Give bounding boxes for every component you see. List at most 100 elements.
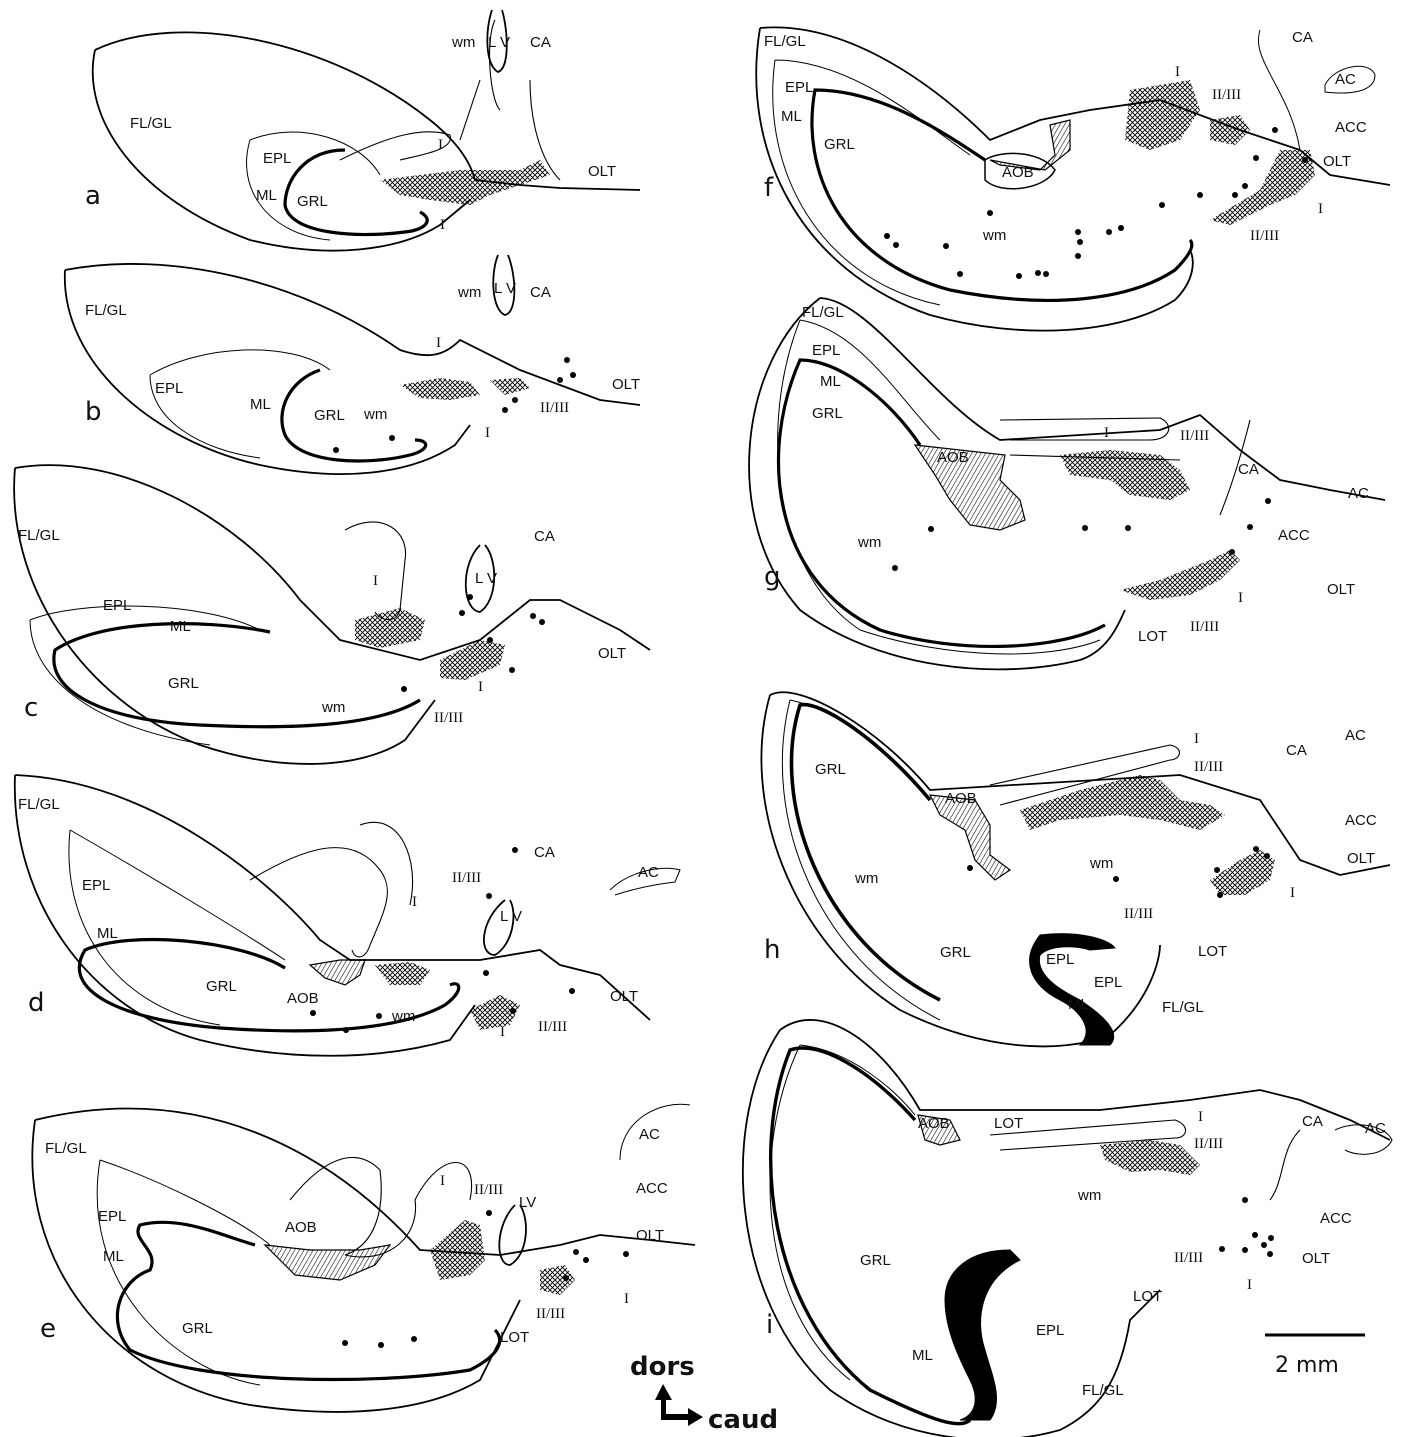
panel-f-cell <box>1159 202 1165 208</box>
panel-e-ac-label: AC <box>639 1126 660 1143</box>
panel-h-wm2-label: wm <box>1089 855 1113 872</box>
panel-h-ml-label: ML <box>1068 996 1089 1013</box>
panel-e-ml-label: ML <box>103 1248 124 1265</box>
panel-f-letter: f <box>764 173 774 203</box>
panel-g-layer-ii-iii: II/III <box>1190 619 1219 635</box>
panel-f-cell <box>1197 192 1203 198</box>
panel-b-layer-ii-iii: II/III <box>540 400 569 416</box>
panel-i-cell <box>1267 1251 1273 1257</box>
panel-g-cell <box>928 526 934 532</box>
panel-f-cell <box>943 243 949 249</box>
panel-b-cell <box>512 397 518 403</box>
panel-f: FL/GL EPL ML GRL AOB wm I I II/III II/II… <box>756 27 1390 330</box>
panel-i-epl-label: EPL <box>1036 1322 1064 1339</box>
panel-i-layer-i-bottom: I <box>1247 1277 1252 1293</box>
panel-g-epl-label: EPL <box>812 342 840 359</box>
panel-f-layer-ii-iii-top: II/III <box>1212 87 1241 103</box>
panel-g-cell <box>892 565 898 571</box>
panel-g-ac-label: AC <box>1348 485 1369 502</box>
panel-a-cortex-line <box>340 20 560 180</box>
panel-b-fl-gl-label: FL/GL <box>85 302 127 319</box>
panel-c-fl-gl-label: FL/GL <box>18 527 60 544</box>
panel-g-olt-label: OLT <box>1327 581 1355 598</box>
panel-e: FL/GL EPL ML GRL AOB I I II/III II/III L… <box>32 1104 695 1412</box>
panel-f-cell <box>987 210 993 216</box>
panel-i-layer-ii-iii-top: II/III <box>1194 1136 1223 1152</box>
panel-f-cell <box>1016 273 1022 279</box>
panel-g-ca-label: CA <box>1238 461 1259 478</box>
panel-e-epl-label: EPL <box>98 1208 126 1225</box>
panel-f-aob-label: AOB <box>1002 164 1034 181</box>
panel-h-acc-label: ACC <box>1345 812 1377 829</box>
panel-g-epl-boundary <box>778 320 1100 654</box>
panel-i-layer-ii-iii: II/III <box>1174 1250 1203 1266</box>
panel-i-ml-black <box>945 1250 1020 1420</box>
panel-g-acc-label: ACC <box>1278 527 1310 544</box>
panel-e-lot-label: LOT <box>500 1329 529 1346</box>
panel-a-epl-label: EPL <box>263 150 291 167</box>
panel-f-acc-label: ACC <box>1335 119 1367 136</box>
panel-e-cell <box>378 1342 384 1348</box>
panel-c-wm-label: wm <box>321 699 345 716</box>
panel-b-cell <box>333 447 339 453</box>
panel-b-wm-label: wm <box>457 284 481 301</box>
panel-b: FL/GL EPL ML GRL wm I I II/III wm L V CA… <box>65 255 640 474</box>
panel-h-epl-label: EPL <box>1094 974 1122 991</box>
panel-b-letter: b <box>85 397 102 427</box>
panel-e-label-region <box>430 1220 575 1295</box>
panel-c-cell <box>401 686 407 692</box>
panel-f-cell <box>1118 225 1124 231</box>
panel-i-ca-label: CA <box>1302 1113 1323 1130</box>
panel-c-letter: c <box>24 693 38 723</box>
panel-i-ml-line <box>771 1048 970 1424</box>
panel-i-cell <box>1252 1232 1258 1238</box>
panel-h-letter: h <box>764 935 780 965</box>
panel-e-cell <box>623 1251 629 1257</box>
panel-h-fl-gl-label: FL/GL <box>1162 999 1204 1016</box>
panel-i-grl-label: GRL <box>860 1252 891 1269</box>
panel-b-ml-line <box>282 370 426 461</box>
panel-i-aob-label: AOB <box>918 1115 950 1132</box>
panel-d-cell <box>569 988 575 994</box>
panel-h-epl-inner-label: EPL <box>1046 951 1074 968</box>
panel-f-layer-i-bottom: I <box>1318 201 1323 217</box>
panel-i-olt-label: OLT <box>1302 1250 1330 1267</box>
panel-d-wm-label: wm <box>391 1008 415 1025</box>
panel-e-cell <box>342 1340 348 1346</box>
panel-a-olt-label: OLT <box>588 163 616 180</box>
orientation-dors-label: dors <box>630 1352 695 1382</box>
panel-b-olt-label: OLT <box>612 376 640 393</box>
panel-f-cell <box>1075 229 1081 235</box>
panel-f-cell <box>893 242 899 248</box>
panel-d-layer-ii-iii-top: II/III <box>452 870 481 886</box>
panel-d-lv-label: L V <box>500 908 522 925</box>
panel-c-layer-ii-iii: II/III <box>434 710 463 726</box>
orientation-caud-label: caud <box>708 1405 778 1435</box>
panel-e-layer-i-top: I <box>440 1173 445 1189</box>
panel-g-ml-label: ML <box>820 373 841 390</box>
panel-d-ca-label: CA <box>534 844 555 861</box>
panel-h-ac-label: AC <box>1345 727 1366 744</box>
panel-b-epl-label: EPL <box>155 380 183 397</box>
panel-d-cell <box>310 1010 316 1016</box>
panel-e-cell <box>486 1210 492 1216</box>
panel-i-epl-boundary <box>770 1045 915 1380</box>
panel-a-outline <box>93 32 640 250</box>
panel-h-cell <box>1253 846 1259 852</box>
panel-b-epl-boundary <box>150 350 330 458</box>
panel-b-layer-i-top: I <box>436 335 441 351</box>
panel-c-layer-i-top: I <box>373 573 378 589</box>
panel-h-olt-label: OLT <box>1347 850 1375 867</box>
panel-e-fl-gl-label: FL/GL <box>45 1140 87 1157</box>
panel-d: FL/GL EPL ML GRL AOB wm I I II/III II/II… <box>15 775 680 1056</box>
panel-d-epl-label: EPL <box>82 877 110 894</box>
panel-e-cell <box>563 1275 569 1281</box>
panel-c: FL/GL EPL ML GRL wm I I II/III L V CA OL… <box>14 465 650 764</box>
panel-h-epl-boundary <box>782 700 940 1020</box>
panel-a-label-region <box>380 160 550 205</box>
panel-f-grl-label: GRL <box>824 136 855 153</box>
panel-b-wm-inner-label: wm <box>363 406 387 423</box>
panel-f-cell <box>1106 229 1112 235</box>
panel-c-ml-label: ML <box>170 618 191 635</box>
